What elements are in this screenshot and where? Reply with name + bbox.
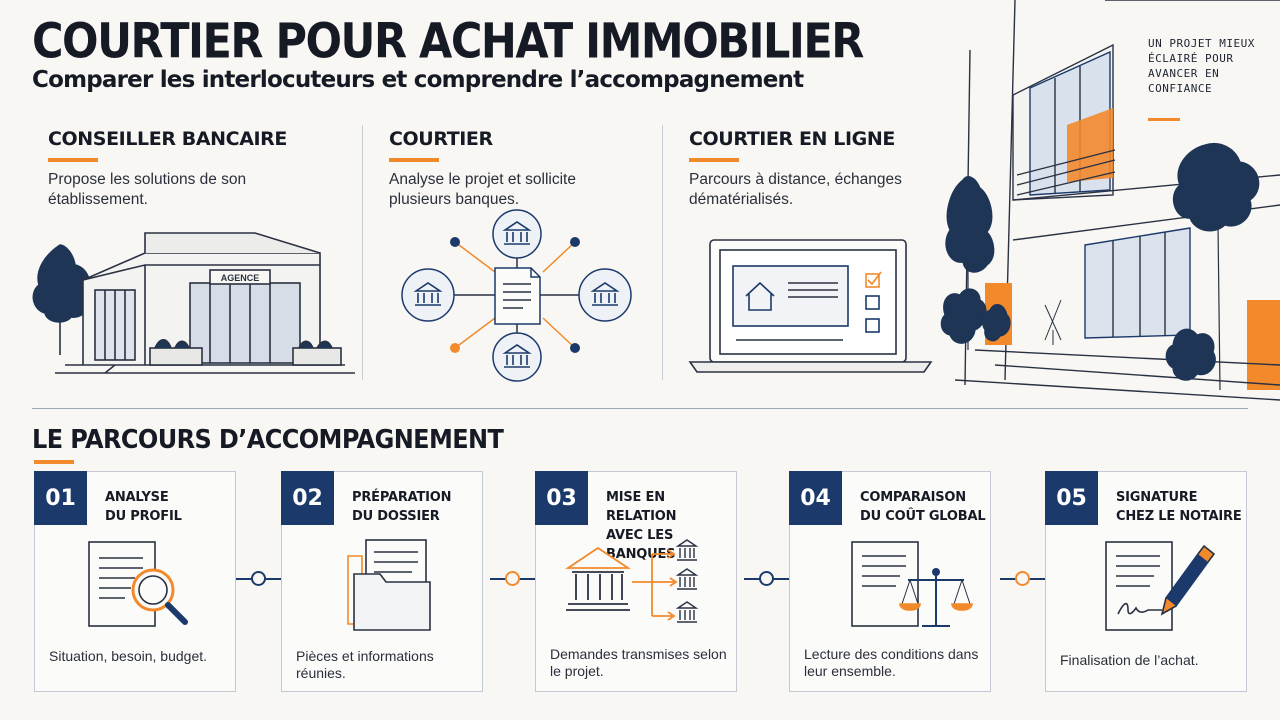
page-subtitle: Comparer les interlocuteurs et comprendr…: [32, 67, 804, 93]
step-title: SIGNATURE CHEZ LE NOTAIRE: [1116, 490, 1242, 524]
step-description: Demandes transmises selon le projet.: [550, 646, 727, 679]
signature-pen-icon: [1105, 541, 1216, 631]
journey-accent-bar: [34, 460, 74, 464]
tagline-accent-bar: [1148, 118, 1180, 121]
connector-dot: [505, 571, 520, 586]
step-description: Lecture des conditions dans leur ensembl…: [804, 646, 979, 679]
agency-sign: AGENCE: [221, 273, 260, 283]
column-accent-bar: [389, 158, 439, 162]
journey-step-4: 04 COMPARAISON DU COÛT GLOBAL Lecture de…: [789, 471, 991, 692]
connector-dot: [1015, 571, 1030, 586]
journey-step-3: 03 MISE EN RELATION AVEC LES BANQUES Dem…: [535, 471, 737, 692]
column-title-bank-advisor: CONSEILLER BANCAIRE: [48, 128, 287, 150]
column-text-bank-advisor: Propose les solutions de son établisseme…: [48, 171, 247, 208]
journey-step-5: 05 SIGNATURE CHEZ LE NOTAIRE Finalisatio…: [1045, 471, 1247, 692]
step-title: ANALYSE DU PROFIL: [105, 490, 182, 524]
tree-icon: [32, 244, 91, 355]
connector-dot: [251, 571, 266, 586]
journey-step-2: 02 PRÉPARATION DU DOSSIER Pièces et info…: [281, 471, 483, 692]
step-number: 05: [1045, 471, 1098, 525]
column-accent-bar: [689, 158, 739, 162]
journey-title: LE PARCOURS D’ACCOMPAGNEMENT: [32, 424, 504, 455]
step-description: Situation, besoin, budget.: [49, 648, 208, 664]
column-divider: [362, 125, 363, 380]
laptop-illustration: [688, 239, 933, 373]
bank-agency-illustration: AGENCE: [32, 232, 355, 374]
connector-dot: [759, 571, 774, 586]
tagline: UN PROJET MIEUX ÉCLAIRÉ POUR AVANCER EN …: [1148, 37, 1255, 95]
bank-network-icon: [565, 539, 699, 623]
step-title: COMPARAISON DU COÛT GLOBAL: [860, 490, 986, 524]
modern-house-illustration: [940, 0, 1280, 401]
journey-step-1: 01 ANALYSE DU PROFIL Situation, besoin, …: [34, 471, 236, 692]
step-description: Pièces et informations réunies.: [296, 648, 434, 681]
column-text-online-broker: Parcours à distance, échanges dématérial…: [689, 171, 902, 208]
page-title: COURTIER POUR ACHAT IMMOBILIER: [32, 14, 864, 70]
step-number: 04: [789, 471, 842, 525]
column-title-online-broker: COURTIER EN LIGNE: [689, 128, 895, 150]
home-icon: [745, 281, 775, 311]
bank-icon: [413, 221, 620, 368]
column-title-broker: COURTIER: [389, 128, 493, 150]
folder-icon: [347, 539, 431, 631]
tree-icon: [1172, 142, 1260, 391]
step-number: 02: [281, 471, 334, 525]
document-magnifier-icon: [88, 541, 188, 627]
broker-network-illustration: [401, 209, 632, 382]
column-text-broker: Analyse le projet et sollicite plusieurs…: [389, 171, 576, 208]
step-title: PRÉPARATION DU DOSSIER: [352, 490, 452, 524]
step-number: 03: [535, 471, 588, 525]
document-scale-icon: [851, 541, 973, 627]
column-accent-bar: [48, 158, 98, 162]
step-description: Finalisation de l’achat.: [1060, 652, 1199, 668]
step-number: 01: [34, 471, 87, 525]
document-icon: [494, 267, 541, 325]
column-divider: [662, 125, 663, 380]
step-title: MISE EN RELATION AVEC LES BANQUES: [606, 490, 677, 562]
section-divider: [32, 408, 1248, 409]
